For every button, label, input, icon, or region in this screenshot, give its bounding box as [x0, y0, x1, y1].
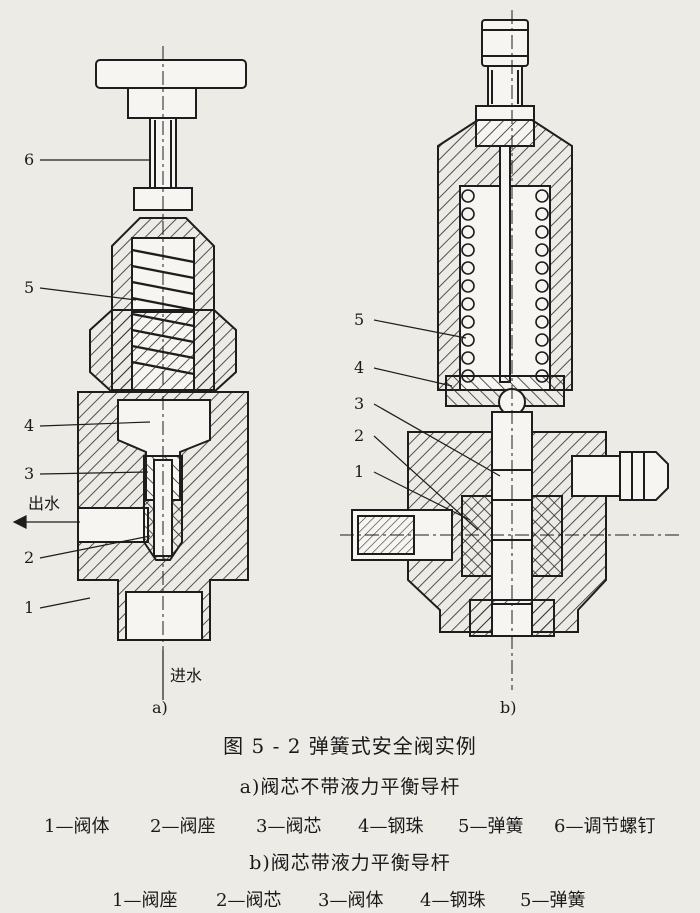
legend-a-item: 2—阀座: [150, 816, 216, 837]
label-inlet: 进水: [170, 666, 203, 685]
figure-caption: 图 5 - 2 弹簧式安全阀实例: [223, 734, 477, 758]
legend-b-item: 2—阀芯: [216, 890, 282, 911]
label-a-2: 2: [24, 548, 35, 567]
legend-a-item: 6—调节螺钉: [554, 816, 656, 837]
subcaption-a: a)阀芯不带液力平衡导杆: [239, 776, 461, 798]
valve-b-seat: [461, 495, 493, 577]
label-b-2: 2: [354, 426, 365, 445]
label-outlet: 出水: [28, 494, 61, 513]
legend-a-item: 5—弹簧: [458, 816, 524, 837]
label-a-5: 5: [24, 278, 35, 297]
subfigure-a-tag: a): [152, 698, 168, 717]
legend-a-item: 3—阀芯: [256, 816, 322, 837]
legend-b-item: 4—钢珠: [420, 890, 486, 911]
label-a-1: 1: [24, 598, 35, 617]
valve-b-leaders: [373, 319, 501, 531]
valve-a-handwheel: [95, 59, 247, 89]
label-b-4: 4: [354, 358, 365, 377]
label-b-1: 1: [354, 462, 365, 481]
legend-b-item: 3—阀体: [318, 890, 384, 911]
label-a-6: 6: [24, 150, 35, 169]
subfigure-b-tag: b): [500, 698, 517, 717]
label-a-4: 4: [24, 416, 35, 435]
valve-a-leaders: [12, 159, 164, 700]
valve-a-drawing: [77, 46, 249, 690]
legend-b-item: 5—弹簧: [520, 890, 586, 911]
label-b-3: 3: [354, 394, 365, 413]
legend-a-item: 1—阀体: [44, 816, 110, 837]
label-b-5: 5: [354, 310, 365, 329]
legend-a-item: 4—钢珠: [358, 816, 424, 837]
valve-a-knob-base: [127, 87, 197, 119]
legend-b-item: 1—阀座: [112, 890, 178, 911]
valve-b-drawing: [340, 10, 680, 690]
label-a-3: 3: [24, 464, 35, 483]
subcaption-b: b)阀芯带液力平衡导杆: [249, 852, 451, 874]
safety-valve-figure: [12, 10, 680, 700]
